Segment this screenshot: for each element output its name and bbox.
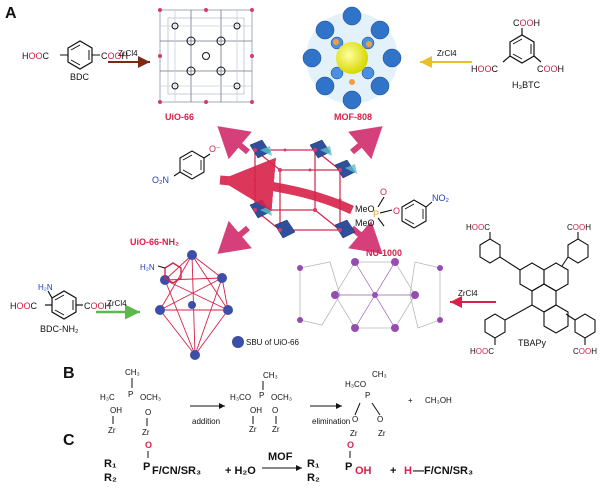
uio66nh2-linker bbox=[157, 262, 182, 284]
rxn-product-r2: R₂ bbox=[307, 472, 320, 484]
bdc-name: BDC bbox=[70, 72, 90, 82]
paraoxon-o-label: O bbox=[380, 187, 387, 197]
tbapy-cooh-3: HOOC bbox=[470, 347, 494, 356]
rxn-o: O bbox=[145, 440, 152, 450]
mech-elimination-label: elimination bbox=[312, 417, 350, 426]
bdcnh2-molecule bbox=[45, 290, 83, 320]
mech-addition-label: addition bbox=[192, 417, 220, 426]
mech1-och3: OCH₃ bbox=[140, 393, 161, 402]
paraoxon-no2-label: NO₂ bbox=[432, 193, 450, 203]
mech2-ch3: CH₃ bbox=[263, 371, 278, 380]
h3btc-cooh-right: COOH bbox=[537, 64, 564, 74]
rxn-p: P bbox=[143, 461, 150, 473]
mech3-o1: O bbox=[352, 415, 358, 424]
methyl-paraoxon-molecule bbox=[377, 196, 433, 229]
tbapy-cooh-2: COOH bbox=[567, 223, 591, 232]
rxn-r2: R₂ bbox=[104, 472, 117, 484]
mech1-p: P bbox=[128, 390, 133, 399]
rxn-product-leaving: —F/CN/SR₃ bbox=[413, 465, 473, 477]
mech2-zr2: Zr bbox=[272, 425, 280, 434]
bdc-cooh-label: COOH bbox=[101, 51, 128, 61]
mech1-zr2: Zr bbox=[142, 428, 150, 437]
h3btc-molecule bbox=[502, 28, 542, 64]
mech1-zr1: Zr bbox=[108, 426, 116, 435]
uio66nh2-label: UiO-66-NH₂ bbox=[130, 237, 179, 247]
h3btc-cooh-top: COOH bbox=[513, 18, 540, 28]
rxn-plus-water: + H₂O bbox=[225, 465, 256, 477]
mof808-label: MOF-808 bbox=[334, 112, 372, 122]
rxn-product-r1: R₁ bbox=[307, 458, 320, 470]
mech3-o2: O bbox=[377, 415, 383, 424]
rxn-catalyst: MOF bbox=[268, 451, 293, 463]
paraoxon-meo2-label: MeO bbox=[355, 218, 375, 228]
bdc-zrcl4-label: ZrCl4 bbox=[118, 49, 138, 58]
phenolate-no2-label: O₂N bbox=[152, 175, 169, 185]
paraoxon-ester-o-label: O bbox=[393, 206, 400, 216]
panel-label-c: C bbox=[63, 432, 75, 449]
mech3-ch3: CH₃ bbox=[372, 370, 387, 379]
panel-label-a: A bbox=[5, 5, 17, 22]
rxn-product-o: O bbox=[347, 440, 354, 450]
paraoxon-p-label: P bbox=[373, 209, 379, 219]
mech1-oh: OH bbox=[110, 406, 122, 415]
mech2-oh: OH bbox=[250, 406, 262, 415]
paraoxon-meo1-label: MeO bbox=[355, 204, 375, 214]
mech-plus: + bbox=[408, 396, 413, 405]
rxn-product-p: P bbox=[345, 461, 352, 473]
rxn-product-oh: OH bbox=[355, 465, 372, 477]
bdcnh2-hooc-label: HOOC bbox=[10, 301, 38, 311]
rxn-leaving: F/CN/SR₃ bbox=[152, 465, 201, 477]
bdcnh2-h2n-label: H₂N bbox=[38, 283, 53, 292]
uio66-label: UiO-66 bbox=[165, 112, 194, 122]
mech3-p: P bbox=[365, 391, 370, 400]
mech1-o: O bbox=[145, 408, 151, 417]
mech2-p: P bbox=[259, 391, 264, 400]
bdc-molecule bbox=[60, 40, 100, 70]
tbapy-molecule bbox=[479, 232, 596, 345]
uio66-structure bbox=[158, 8, 254, 104]
mech2-h3co: H₃CO bbox=[230, 393, 251, 402]
mech1-ch3: CH₃ bbox=[125, 368, 140, 377]
nh2-label: H₂N bbox=[140, 263, 155, 272]
tbapy-cooh-1: HOOC bbox=[466, 223, 490, 232]
mech3-h3co: H₃CO bbox=[345, 380, 366, 389]
mech2-och3: OCH₃ bbox=[271, 393, 292, 402]
nitrophenolate-molecule bbox=[173, 150, 211, 180]
bdcnh2-zrcl4-label: ZrCl4 bbox=[107, 299, 127, 308]
rxn-plus2: + bbox=[390, 465, 396, 477]
nu1000-structure bbox=[297, 258, 443, 332]
mof808-structure bbox=[302, 6, 402, 110]
mech3-zr1: Zr bbox=[350, 429, 358, 438]
tbapy-zrcl4-label: ZrCl4 bbox=[458, 289, 478, 298]
nu1000-label: NU-1000 bbox=[366, 248, 402, 258]
rxn-r1: R₁ bbox=[104, 458, 117, 470]
tbapy-cooh-4: COOH bbox=[573, 347, 597, 356]
bdcnh2-cooh-label: COOH bbox=[84, 301, 111, 311]
mech1-h3c: H₃C bbox=[100, 393, 115, 402]
general-reaction: O R₁ R₂ P F/CN/SR₃ + H₂O MOF O R₁ R₂ P O… bbox=[104, 440, 473, 484]
uio66nh2-nodes bbox=[155, 250, 244, 360]
bdcnh2-name: BDC-NH₂ bbox=[40, 324, 79, 334]
h3btc-zrcl4-label: ZrCl4 bbox=[437, 49, 457, 58]
mechanism-scheme: CH₃ P H₃C OCH₃ OH O Zr Zr addition CH₃ P… bbox=[100, 368, 452, 438]
mech3-zr2: Zr bbox=[378, 429, 386, 438]
h3btc-hooc-left: HOOC bbox=[471, 64, 499, 74]
mech2-zr1: Zr bbox=[249, 425, 257, 434]
phenolate-o-label: O⁻ bbox=[209, 144, 221, 154]
tbapy-name: TBAPy bbox=[518, 338, 547, 348]
rxn-h: H bbox=[404, 465, 412, 477]
mech-methanol: CH₃OH bbox=[425, 396, 452, 405]
panel-label-b: B bbox=[63, 365, 75, 382]
sbu-caption: SBU of UiO-66 bbox=[246, 338, 299, 347]
h3btc-name: H₃BTC bbox=[512, 80, 541, 90]
sbu-pink-arrows bbox=[217, 126, 383, 254]
bdc-hooc-label: HOOC bbox=[22, 51, 50, 61]
mech2-o: O bbox=[272, 406, 278, 415]
hydrolysis-arrow bbox=[219, 157, 354, 215]
